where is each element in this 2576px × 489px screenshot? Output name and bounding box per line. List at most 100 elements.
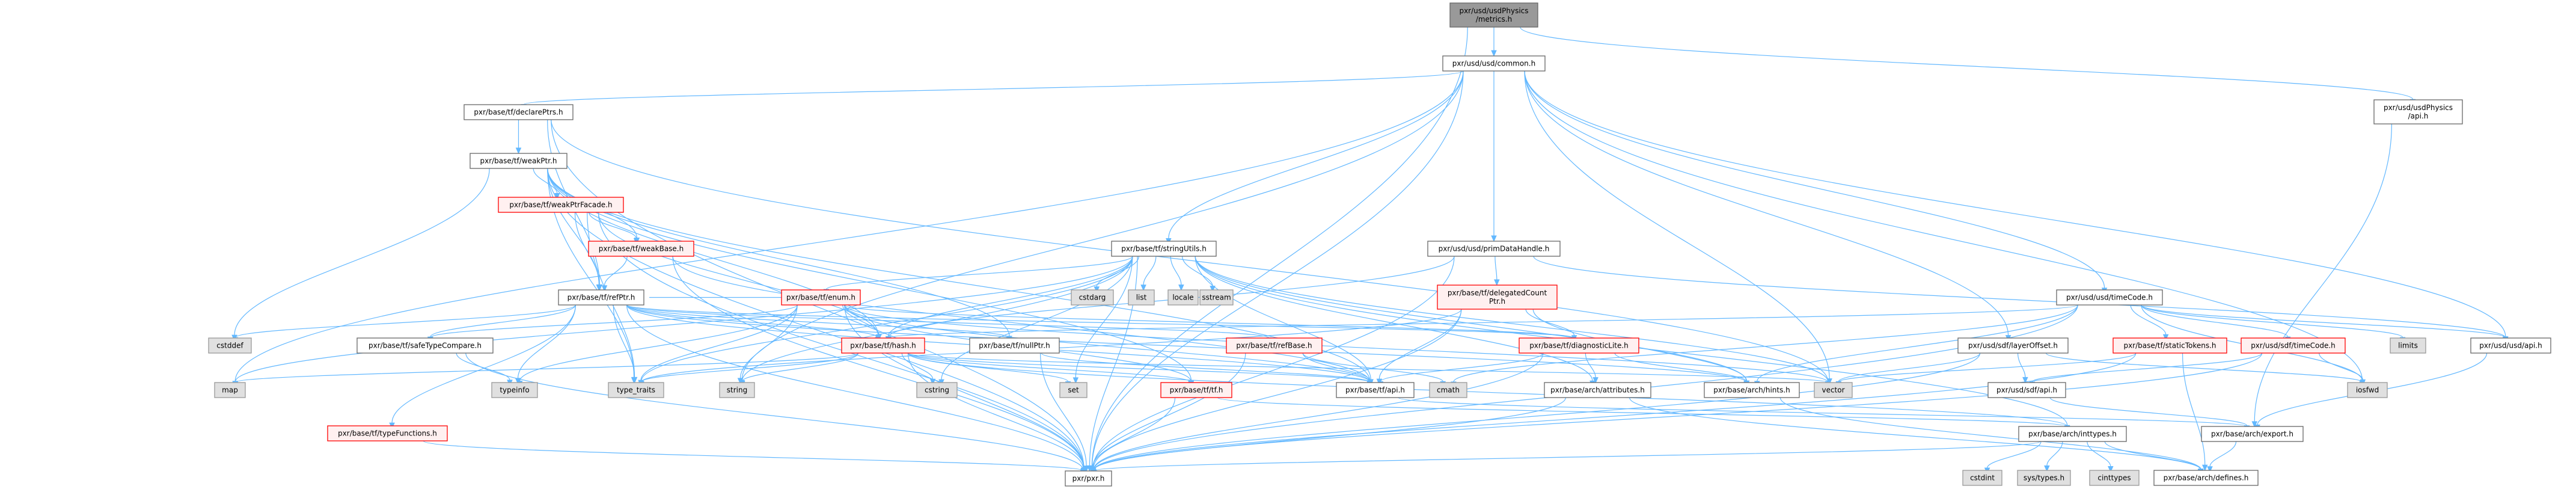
node-box[interactable] — [1429, 382, 1467, 398]
node-set[interactable]: set — [1059, 382, 1088, 398]
node-diagnosticlite-h[interactable]: pxr/base/tf/diagnosticLite.h — [1519, 337, 1639, 354]
node-box[interactable] — [1226, 337, 1323, 354]
node-box[interactable] — [1199, 289, 1234, 306]
node-box[interactable] — [2347, 382, 2388, 398]
node-box[interactable] — [2017, 470, 2071, 486]
node-primdatahandle-h[interactable]: pxr/usd/usd/primDataHandle.h — [1427, 241, 1561, 257]
node-box[interactable] — [1128, 289, 1155, 306]
node-typefunctions-h[interactable]: pxr/base/tf/typeFunctions.h — [327, 425, 448, 441]
node-statictokens-h[interactable]: pxr/base/tf/staticTokens.h — [2113, 337, 2227, 354]
node-box[interactable] — [1437, 284, 1558, 310]
node-map[interactable]: map — [214, 382, 246, 398]
node-sdf-timecode-h[interactable]: pxr/usd/sdf/timeCode.h — [2241, 337, 2346, 354]
node-box[interactable] — [841, 337, 925, 354]
node-layeroffset-h[interactable]: pxr/usd/sdf/layerOffset.h — [1957, 337, 2069, 354]
node-box[interactable] — [969, 337, 1060, 354]
node-refbase-h[interactable]: pxr/base/tf/refBase.h — [1226, 337, 1323, 354]
node-hints-h[interactable]: pxr/base/arch/hints.h — [1704, 382, 1800, 398]
node-box[interactable] — [2470, 337, 2551, 354]
node-box[interactable] — [1704, 382, 1800, 398]
node-box[interactable] — [916, 382, 958, 398]
node-iosfwd[interactable]: iosfwd — [2347, 382, 2388, 398]
node-usd-api-h[interactable]: pxr/usd/usd/api.h — [2470, 337, 2551, 354]
node-box[interactable] — [1987, 382, 2066, 398]
node-box[interactable] — [1065, 470, 1112, 487]
node-box[interactable] — [208, 337, 252, 354]
node-box[interactable] — [470, 153, 568, 169]
node-box[interactable] — [1111, 241, 1217, 257]
node-box[interactable] — [491, 382, 538, 398]
node-attributes-h[interactable]: pxr/base/arch/attributes.h — [1544, 382, 1651, 398]
node-box[interactable] — [2153, 470, 2259, 486]
node-box[interactable] — [1071, 289, 1114, 306]
node-box[interactable] — [1814, 382, 1853, 398]
node-inttypes-h[interactable]: pxr/base/arch/inttypes.h — [2018, 426, 2127, 442]
node-box[interactable] — [463, 104, 574, 120]
node-usd-timecode-h[interactable]: pxr/usd/usd/timeCode.h — [2056, 289, 2163, 306]
node-box[interactable] — [1519, 337, 1639, 354]
node-list[interactable]: list — [1128, 289, 1155, 306]
node-box[interactable] — [498, 197, 624, 213]
node-tf-h[interactable]: pxr/base/tf/tf.h — [1160, 382, 1232, 398]
node-box[interactable] — [1160, 382, 1232, 398]
node-box[interactable] — [1442, 55, 1546, 72]
node-cstdint[interactable]: cstdint — [1962, 470, 2002, 486]
node-box[interactable] — [2056, 289, 2163, 306]
node-box[interactable] — [1336, 382, 1415, 398]
node-box[interactable] — [1962, 470, 2002, 486]
node-box[interactable] — [1957, 337, 2069, 354]
node-box[interactable] — [327, 425, 448, 441]
node-sys-types-h[interactable]: sys/types.h — [2017, 470, 2071, 486]
node-declareptrs-h[interactable]: pxr/base/tf/declarePtrs.h — [463, 104, 574, 120]
node-safetypecompare-h[interactable]: pxr/base/tf/safeTypeCompare.h — [356, 337, 494, 354]
node-cstddef[interactable]: cstddef — [208, 337, 252, 354]
node-weakptrfacade-h[interactable]: pxr/base/tf/weakPtrFacade.h — [498, 197, 624, 213]
node-box[interactable] — [2201, 426, 2304, 442]
node-weakbase-h[interactable]: pxr/base/tf/weakBase.h — [588, 241, 694, 257]
node-cmath[interactable]: cmath — [1429, 382, 1467, 398]
node-box[interactable] — [1427, 241, 1561, 257]
node-box[interactable] — [1059, 382, 1088, 398]
node-box[interactable] — [1167, 289, 1199, 306]
node-box[interactable] — [558, 289, 644, 306]
node-nullptr-h[interactable]: pxr/base/tf/nullPtr.h — [969, 337, 1060, 354]
node-box[interactable] — [608, 382, 664, 398]
node-cstring[interactable]: cstring — [916, 382, 958, 398]
node-limits[interactable]: limits — [2390, 337, 2426, 354]
node-box[interactable] — [2113, 337, 2227, 354]
node-export-h[interactable]: pxr/base/arch/export.h — [2201, 426, 2304, 442]
node-locale[interactable]: locale — [1167, 289, 1199, 306]
node-sdf-api-h[interactable]: pxr/usd/sdf/api.h — [1987, 382, 2066, 398]
node-box[interactable] — [1544, 382, 1651, 398]
node-hash-h[interactable]: pxr/base/tf/hash.h — [841, 337, 925, 354]
node-pxr-h[interactable]: pxr/pxr.h — [1065, 470, 1112, 487]
node-vector[interactable]: vector — [1814, 382, 1853, 398]
node-box[interactable] — [781, 289, 861, 306]
node-box[interactable] — [719, 382, 755, 398]
node-usd-common-h[interactable]: pxr/usd/usd/common.h — [1442, 55, 1546, 72]
node-box[interactable] — [356, 337, 494, 354]
node-weakptr-h[interactable]: pxr/base/tf/weakPtr.h — [470, 153, 568, 169]
node-enum-h[interactable]: pxr/base/tf/enum.h — [781, 289, 861, 306]
node-box[interactable] — [588, 241, 694, 257]
node-box[interactable] — [2373, 99, 2463, 125]
node-stringutils-h[interactable]: pxr/base/tf/stringUtils.h — [1111, 241, 1217, 257]
node-tf-api-h[interactable]: pxr/base/tf/api.h — [1336, 382, 1415, 398]
node-cstdarg[interactable]: cstdarg — [1071, 289, 1114, 306]
node-metrics-h[interactable]: pxr/usd/usdPhysics/metrics.h — [1449, 2, 1538, 28]
node-box[interactable] — [214, 382, 246, 398]
node-typeinfo[interactable]: typeinfo — [491, 382, 538, 398]
node-string[interactable]: string — [719, 382, 755, 398]
node-box[interactable] — [2089, 470, 2140, 486]
node-cinttypes[interactable]: cinttypes — [2089, 470, 2140, 486]
node-usdphysics-api-h[interactable]: pxr/usd/usdPhysics/api.h — [2373, 99, 2463, 125]
node-box[interactable] — [2390, 337, 2426, 354]
node-refptr-h[interactable]: pxr/base/tf/refPtr.h — [558, 289, 644, 306]
node-box[interactable] — [2241, 337, 2346, 354]
node-box[interactable] — [1449, 2, 1538, 28]
node-defines-h[interactable]: pxr/base/arch/defines.h — [2153, 470, 2259, 486]
node-sstream[interactable]: sstream — [1199, 289, 1234, 306]
node-type-traits[interactable]: type_traits — [608, 382, 664, 398]
node-box[interactable] — [2018, 426, 2127, 442]
